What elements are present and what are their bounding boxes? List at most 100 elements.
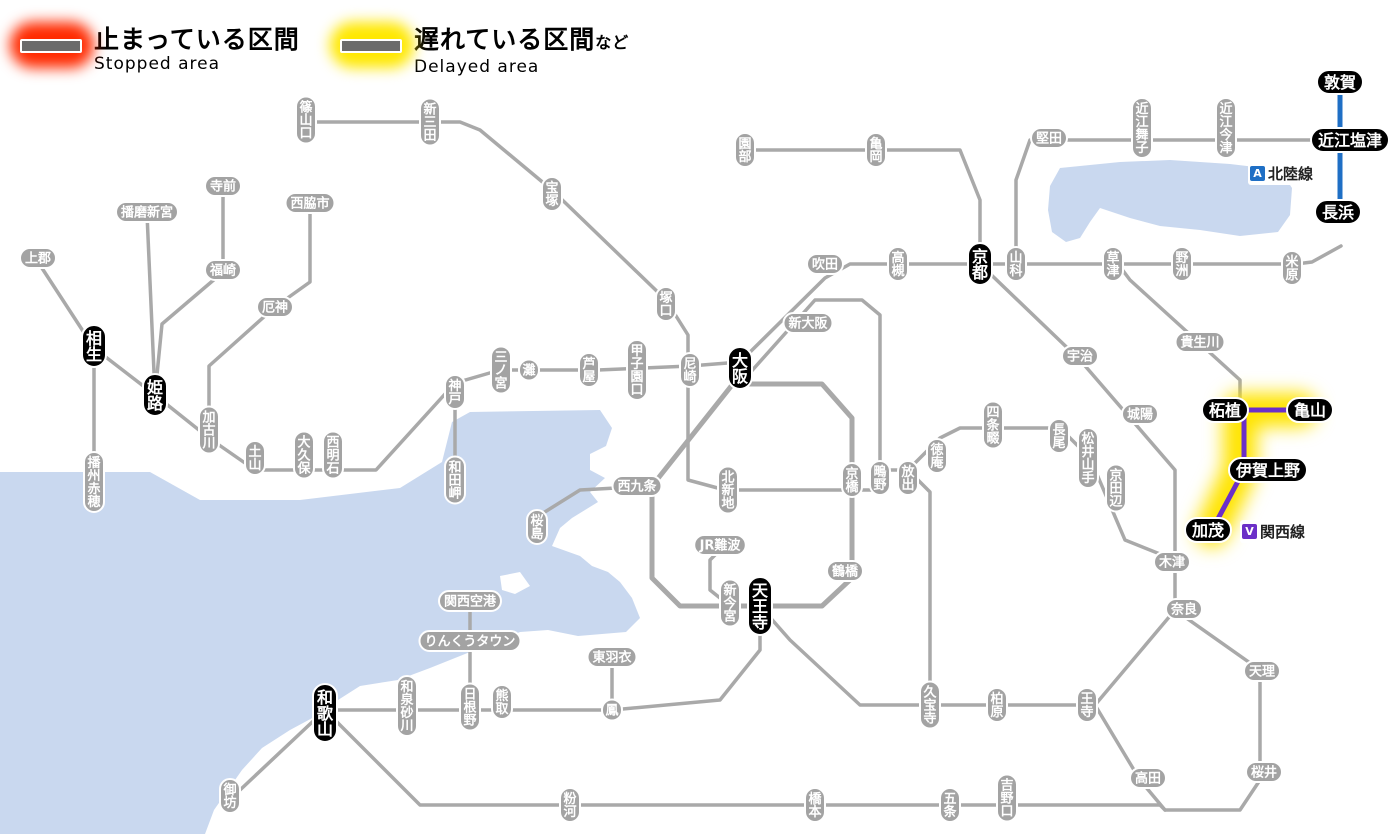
- station-tsuruhashi[interactable]: 鶴橋: [826, 560, 864, 582]
- station-suita[interactable]: 吹田: [806, 253, 844, 275]
- station-label-char: 口: [299, 127, 312, 142]
- station-dobayama[interactable]: 土山: [244, 440, 266, 476]
- station-tsuge[interactable]: 柘植: [1201, 397, 1249, 423]
- station-omi-shiotsu[interactable]: 近江塩津: [1310, 127, 1390, 153]
- station-nishikujo[interactable]: 西九条: [611, 475, 663, 497]
- station-takatsuki[interactable]: 高槻: [887, 246, 909, 282]
- station-label-char: 子: [630, 357, 643, 372]
- station-tenri[interactable]: 天理: [1243, 660, 1281, 682]
- station-kyoto[interactable]: 京都: [967, 242, 993, 286]
- station-kashiwara[interactable]: 柏原: [986, 687, 1008, 723]
- station-kansai-airport[interactable]: 関西空港: [438, 590, 502, 612]
- hokuriku-line-label[interactable]: A 北陸線: [1248, 162, 1318, 185]
- station-tsukaguchi[interactable]: 塚口: [655, 286, 677, 322]
- station-takada[interactable]: 高田: [1129, 767, 1167, 789]
- station-amagasaki[interactable]: 尼崎: [679, 352, 701, 388]
- station-shin-imamiya[interactable]: 新今宮: [719, 578, 741, 628]
- station-otori[interactable]: 鳳: [601, 698, 623, 722]
- station-kameoka[interactable]: 亀岡: [865, 132, 887, 168]
- station-label-char: 口: [1000, 805, 1013, 820]
- station-hanaten[interactable]: 放出: [897, 460, 919, 496]
- station-hashimoto[interactable]: 橋本: [804, 787, 826, 823]
- station-kokawa[interactable]: 粉河: [559, 787, 581, 823]
- station-kizu[interactable]: 木津: [1153, 551, 1191, 573]
- station-yoshinoguchi[interactable]: 吉野口: [996, 773, 1018, 823]
- station-himeji[interactable]: 姫路: [142, 373, 168, 417]
- station-marker: [81, 324, 107, 368]
- station-marker: [782, 312, 834, 334]
- station-label-char: 大: [297, 435, 310, 451]
- station-kitashinchi[interactable]: 北新地: [717, 465, 739, 515]
- station-iga-ueno[interactable]: 伊賀上野: [1228, 457, 1308, 483]
- station-nishi-akashi[interactable]: 西明石: [322, 430, 344, 480]
- station-label-char: 州: [86, 469, 100, 484]
- station-label-char: 久: [923, 685, 937, 701]
- station-kobe[interactable]: 神戸: [444, 374, 466, 410]
- station-kameyama[interactable]: 亀山: [1286, 397, 1334, 423]
- station-nagahama[interactable]: 長浜: [1314, 199, 1362, 225]
- station-kakogawa[interactable]: 加古川: [198, 405, 220, 455]
- station-shin-sanda[interactable]: 新三田: [419, 97, 441, 147]
- station-kyotanabe[interactable]: 京田辺: [1105, 463, 1127, 513]
- station-gojo[interactable]: 五条: [939, 787, 961, 823]
- station-kamo[interactable]: 加茂: [1184, 517, 1232, 543]
- station-sakurajima[interactable]: 桜島: [526, 509, 548, 545]
- station-kusatsu[interactable]: 草津: [1102, 246, 1124, 282]
- station-marker: [418, 630, 522, 652]
- station-uji[interactable]: 宇治: [1061, 345, 1099, 367]
- station-hineno[interactable]: 日根野: [459, 682, 481, 732]
- station-jyoyo[interactable]: 城陽: [1121, 403, 1159, 425]
- station-higashi-hagoromo[interactable]: 東羽衣: [586, 646, 638, 668]
- station-katata[interactable]: 堅田: [1030, 127, 1068, 149]
- station-wakayama[interactable]: 和歌山: [312, 683, 338, 743]
- station-sasayamaguchi[interactable]: 篠山口: [295, 95, 317, 145]
- station-nagao[interactable]: 長尾: [1048, 418, 1070, 454]
- kansai-line-label[interactable]: V 関西線: [1240, 520, 1310, 543]
- station-kyobashi[interactable]: 京橋: [841, 462, 863, 498]
- station-osaka[interactable]: 大阪: [727, 346, 753, 390]
- station-ashiya[interactable]: 芦屋: [578, 352, 600, 388]
- station-jr-namba[interactable]: JR難波: [693, 534, 747, 556]
- station-tennoji[interactable]: 天王寺: [747, 576, 773, 636]
- station-fukusaki[interactable]: 福崎: [204, 259, 242, 281]
- station-kyuhoji[interactable]: 久宝寺: [919, 680, 941, 730]
- station-sakurai[interactable]: 桜井: [1245, 761, 1283, 783]
- station-yamashina[interactable]: 山科: [1005, 246, 1027, 282]
- station-label-char: 岡: [869, 150, 882, 165]
- station-wadamisaki[interactable]: 和田岬: [444, 455, 466, 505]
- station-nishiwakishi[interactable]: 西脇市: [284, 192, 336, 214]
- station-aioi[interactable]: 相生: [81, 324, 107, 368]
- station-label-char: 王: [1080, 692, 1093, 707]
- station-kamigori[interactable]: 上郡: [19, 247, 57, 269]
- station-teramae[interactable]: 寺前: [204, 175, 242, 197]
- station-label-char: 辺: [1109, 495, 1122, 510]
- station-shigino[interactable]: 鴫野: [869, 460, 891, 496]
- station-tokuan[interactable]: 徳庵: [926, 438, 948, 474]
- station-marker: [869, 460, 891, 496]
- station-nara[interactable]: 奈良: [1165, 598, 1203, 620]
- station-gobo[interactable]: 御坊: [219, 778, 241, 814]
- station-kumatori[interactable]: 熊取: [491, 684, 513, 720]
- station-sonobe[interactable]: 園部: [734, 132, 756, 168]
- station-harima-shingu[interactable]: 播磨新宮: [115, 201, 179, 223]
- station-label-char: 砂: [399, 705, 413, 721]
- station-nada[interactable]: 灘: [518, 358, 540, 382]
- station-yakujin[interactable]: 厄神: [256, 296, 294, 318]
- station-oji[interactable]: 王寺: [1076, 687, 1098, 723]
- station-shin-osaka[interactable]: 新大阪: [782, 312, 834, 334]
- station-sannomiya[interactable]: 三ノ宮: [490, 345, 512, 395]
- station-okubo[interactable]: 大久保: [293, 430, 315, 480]
- station-tsuruga[interactable]: 敦賀: [1316, 69, 1364, 95]
- station-yasu[interactable]: 野洲: [1171, 246, 1193, 282]
- station-shijonawate[interactable]: 四条畷: [982, 400, 1004, 450]
- station-maibara[interactable]: 米原: [1281, 250, 1303, 286]
- station-rinku-town[interactable]: りんくうタウン: [418, 630, 522, 652]
- station-kibugawa[interactable]: 貴生川: [1174, 331, 1226, 353]
- station-takarazuka[interactable]: 宝塚: [541, 176, 563, 212]
